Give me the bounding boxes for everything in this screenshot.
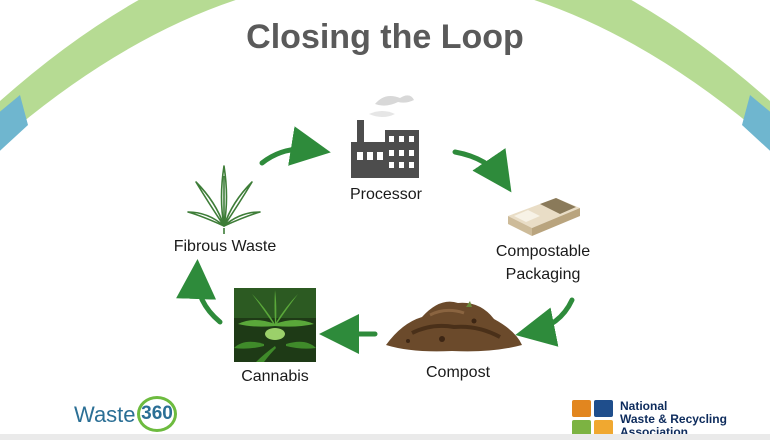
label-packaging-line1: Compostable <box>495 243 591 260</box>
compost-pile-icon <box>386 301 522 352</box>
waste360-logo-number: 360 <box>141 403 173 424</box>
label-packaging: Compostable Packaging <box>478 240 608 286</box>
waste360-logo-ring: 360 <box>137 396 177 432</box>
label-cannabis: Cannabis <box>241 368 309 385</box>
factory-icon <box>351 95 419 178</box>
nwra-logo-mark <box>572 400 616 440</box>
nwra-line2: Waste & Recycling <box>620 412 727 426</box>
label-compost: Compost <box>425 364 491 381</box>
arrow-processor-to-packaging <box>452 148 512 193</box>
waste360-logo-word: Waste <box>74 402 136 427</box>
slide-title: Closing the Loop <box>246 18 524 56</box>
arrow-packaging-to-compost <box>515 297 575 347</box>
packaging-box-icon <box>508 198 580 236</box>
label-packaging-line2: Packaging <box>505 266 581 283</box>
arrow-fibrous-to-processor <box>259 126 331 166</box>
bottom-strip <box>0 434 770 440</box>
cannabis-leaf-icon <box>187 165 261 234</box>
label-fibrous-waste: Fibrous Waste <box>173 238 277 255</box>
arrow-cannabis-to-fibrous <box>176 259 223 325</box>
cannabis-photo <box>234 288 316 362</box>
label-processor: Processor <box>349 186 423 203</box>
nwra-line1: National <box>620 399 668 413</box>
